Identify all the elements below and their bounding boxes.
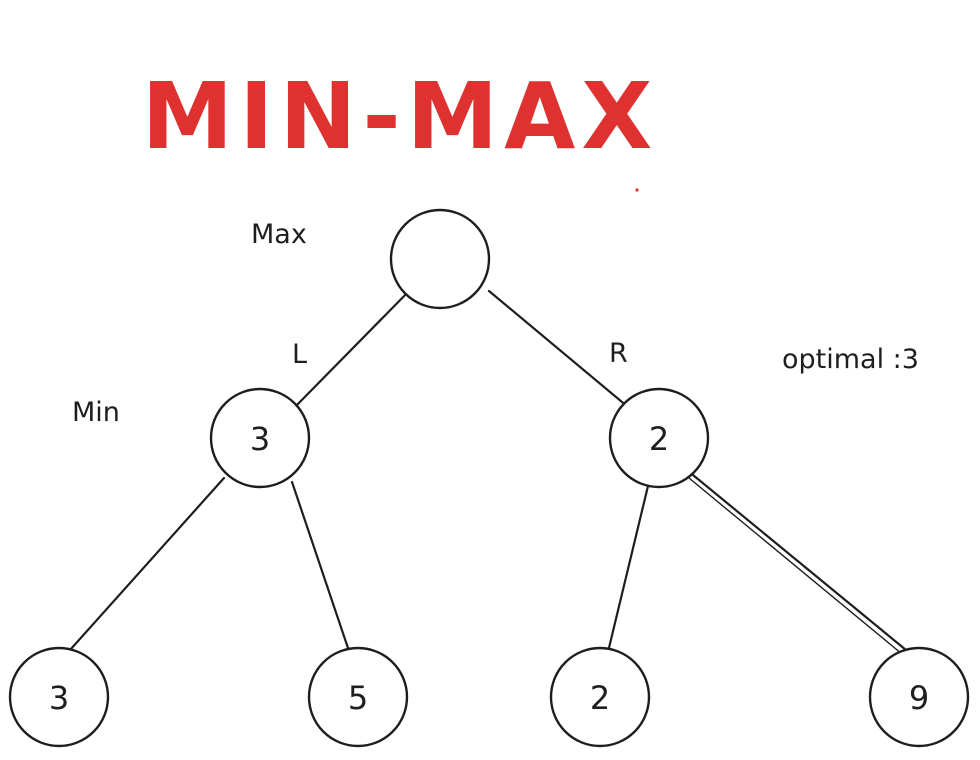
leaf-node-2-circle xyxy=(307,646,409,748)
leaf-node-4-value: 9 xyxy=(909,679,929,717)
edge-right-min-to-leaf-9 xyxy=(691,473,908,652)
right-branch-label: R xyxy=(609,338,628,369)
leaf-node-2-value: 5 xyxy=(348,679,368,717)
leaf-node-4-circle xyxy=(868,646,970,748)
leaf-node-3-circle xyxy=(549,646,651,748)
edge-right-min-to-leaf-2 xyxy=(606,484,650,654)
optimal-label: optimal :3 xyxy=(782,344,919,375)
stray-dot xyxy=(635,188,639,192)
min-node-left-value: 3 xyxy=(250,420,270,458)
leaf-node-1-value: 3 xyxy=(49,679,69,717)
left-branch-label: L xyxy=(292,339,307,370)
leaf-node-3-value: 2 xyxy=(590,679,610,717)
leaf-node-1-circle xyxy=(8,646,110,748)
edge-left-min-to-leaf-5 xyxy=(290,480,352,656)
edge-right-min-to-leaf-9-sketch xyxy=(688,477,903,655)
edge-root-to-left-min xyxy=(290,286,414,412)
min-level-label: Min xyxy=(72,397,120,428)
min-node-left: 3 xyxy=(209,387,311,489)
root-max-node xyxy=(389,208,491,310)
leaf-node-2: 5 xyxy=(307,646,409,748)
max-level-label: Max xyxy=(251,219,307,250)
min-node-right-value: 2 xyxy=(649,420,669,458)
edge-root-to-right-min xyxy=(487,289,630,409)
edge-left-min-to-leaf-3 xyxy=(68,476,226,652)
diagram-title: MIN-MAX xyxy=(142,63,659,170)
min-node-right-circle xyxy=(608,387,710,489)
root-node-circle xyxy=(389,208,491,310)
min-node-left-circle xyxy=(209,387,311,489)
min-node-right: 2 xyxy=(608,387,710,489)
leaf-node-4: 9 xyxy=(868,646,970,748)
leaf-node-1: 3 xyxy=(8,646,110,748)
leaf-node-3: 2 xyxy=(549,646,651,748)
